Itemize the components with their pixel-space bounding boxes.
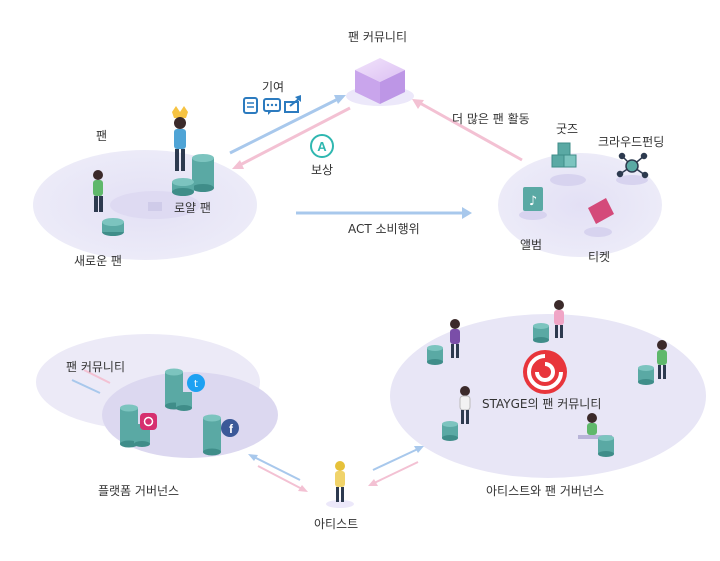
platform-governance-label: 플랫폼 거버넌스 [98, 484, 180, 498]
ticket-icon [588, 198, 614, 224]
fan-label: 팬 [96, 129, 108, 143]
crowdfunding-label: 크라우드펀딩 [598, 135, 665, 149]
document-icon [243, 97, 258, 114]
act-spending-label: ACT 소비행위 [348, 222, 420, 236]
album-shadow [519, 210, 547, 220]
artist-left-arrows [248, 454, 308, 492]
loyal-fan-person-icon [174, 117, 186, 171]
stayge-fan-1-icon [427, 319, 460, 365]
reward-badge-letter: A [317, 139, 327, 154]
svg-text:♪: ♪ [529, 194, 537, 209]
goods-label: 굿즈 [556, 122, 579, 136]
stayge-logo-icon [523, 350, 567, 394]
svg-text:t: t [194, 379, 198, 390]
goods-shadow [550, 174, 586, 186]
new-fan-person-icon [93, 170, 103, 212]
share-icon [284, 95, 301, 113]
crowdfunding-shadow [616, 175, 648, 185]
twitter-coin-stack-icon: t [165, 368, 205, 411]
act-spending-arrow [296, 207, 472, 219]
facebook-coin-stack-icon: f [203, 414, 239, 456]
artist-person-icon [326, 461, 354, 508]
stayge-fan-2-icon [533, 300, 564, 343]
new-fan-card-icon [148, 202, 162, 211]
reward-label: 보상 [311, 163, 334, 177]
community-arrow-blue [71, 379, 101, 394]
community-arrow-pink [83, 369, 111, 384]
stayge-community-label: STAYGE의 팬 커뮤니티 [482, 397, 602, 411]
stayge-ellipse [390, 314, 706, 478]
goods-boxes-icon [551, 142, 577, 168]
ticket-shadow [584, 227, 612, 237]
stayge-fan-5-icon [578, 413, 614, 457]
album-icon: ♪ [523, 187, 543, 211]
loyal-fan-label: 로얄 팬 [174, 201, 211, 215]
stayge-fan-4-icon [442, 386, 471, 441]
contribution-label: 기여 [262, 80, 285, 94]
contribution-arrow [229, 95, 346, 155]
artist-fan-governance-label: 아티스트와 팬 거버넌스 [486, 484, 605, 498]
comment-icon [263, 98, 281, 115]
crown-icon [172, 106, 188, 118]
reward-badge-icon: A [310, 134, 334, 158]
new-fan-coin-stack-icon [102, 218, 124, 236]
album-label: 앨범 [520, 238, 543, 252]
loyal-fan-coin-stack-icon [172, 154, 214, 196]
crowdfunding-network-icon [616, 152, 649, 179]
fan-community-title: 팬 커뮤니티 [348, 30, 408, 44]
more-fan-activity-label: 더 많은 팬 활동 [452, 112, 530, 126]
instagram-coin-stack-icon [120, 404, 157, 448]
artist-label: 아티스트 [314, 517, 359, 531]
reward-arrow [232, 106, 351, 169]
more-activity-arrow [412, 99, 523, 162]
artist-right-arrows [368, 446, 424, 486]
new-fan-label: 새로운 팬 [74, 254, 122, 268]
bottom-fan-community-label: 팬 커뮤니티 [66, 360, 126, 374]
fan-community-cube-icon [346, 58, 414, 106]
svg-text:f: f [229, 422, 234, 436]
stayge-fan-3-icon [638, 340, 667, 385]
ticket-label: 티켓 [588, 250, 611, 264]
